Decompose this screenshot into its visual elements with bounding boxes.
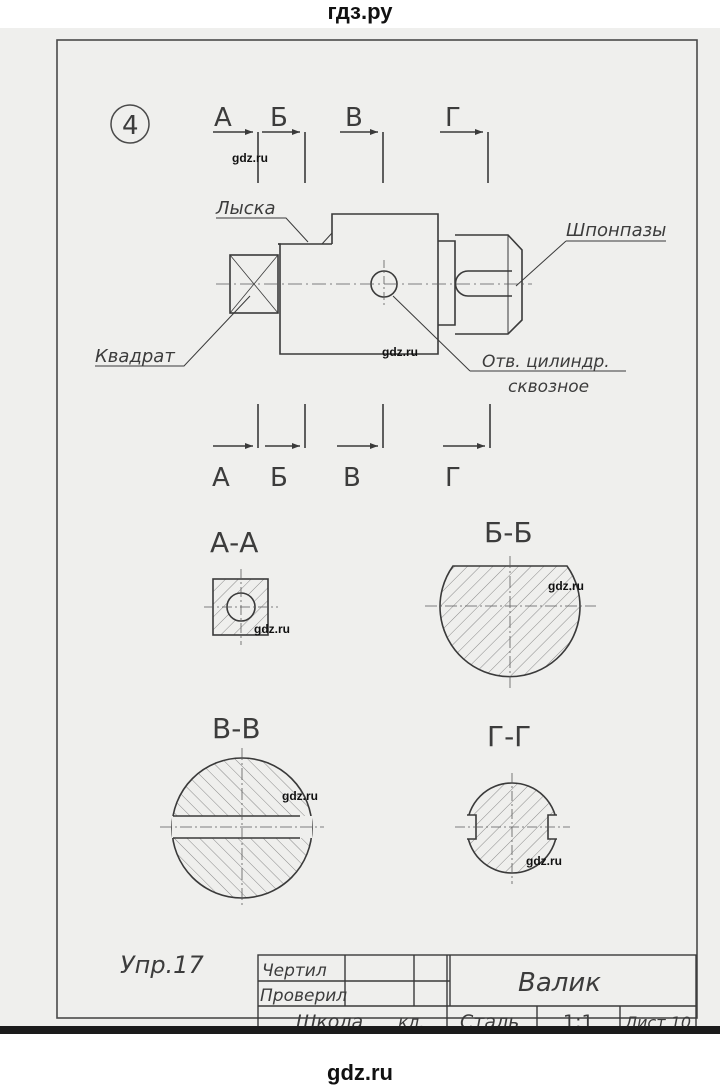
bottom-edge-bar <box>0 1026 720 1034</box>
callout-flat: Лыска <box>215 198 276 219</box>
callout-hole-line1: Отв. цилиндр. <box>482 352 610 372</box>
section-gg-label: Г-Г <box>487 720 531 753</box>
watermark: gdz.ru <box>548 579 584 593</box>
cut-label-bottom-v: В <box>343 463 361 493</box>
drawing-frame <box>56 39 698 1019</box>
tb-drew: Чертил <box>262 961 327 981</box>
section-aa <box>204 569 278 645</box>
drawing-sheet: 4 А Б В Г Лыска <box>0 28 720 1036</box>
cut-label-top-g: Г <box>445 103 461 133</box>
technical-drawing: 4 А Б В Г Лыска <box>56 39 698 1036</box>
watermark: gdz.ru <box>232 151 268 165</box>
cut-arrows-bottom <box>245 443 485 449</box>
callout-keyway: Шпонпазы <box>566 220 666 241</box>
watermark: gdz.ru <box>382 345 418 359</box>
watermark: gdz.ru <box>282 789 318 803</box>
cut-label-bottom-g: Г <box>445 463 461 493</box>
exercise-label: Упр.17 <box>120 951 204 979</box>
site-header: гдз.ру <box>327 0 393 24</box>
task-number: 4 <box>122 111 139 141</box>
tb-title: Валик <box>518 968 601 998</box>
cut-label-top-v: В <box>345 103 363 133</box>
callout-hole-line2: сквозное <box>508 377 589 397</box>
section-aa-label: А-А <box>210 526 258 559</box>
cut-markers-bottom <box>213 404 491 448</box>
section-bb-label: Б-Б <box>484 516 533 549</box>
callout-leaders <box>95 217 666 372</box>
task-number-circle <box>110 104 150 144</box>
watermark: gdz.ru <box>526 854 562 868</box>
section-gg <box>455 773 570 884</box>
section-vv-label: В-В <box>212 712 261 745</box>
cut-markers-top <box>213 131 489 183</box>
cut-label-top-a: А <box>214 103 232 133</box>
cut-label-bottom-b: Б <box>270 463 288 493</box>
watermark: gdz.ru <box>254 622 290 636</box>
section-bb <box>425 556 596 688</box>
cut-label-bottom-a: А <box>212 463 230 493</box>
cut-label-top-b: Б <box>270 103 288 133</box>
callout-square: Квадрат <box>95 346 175 367</box>
section-vv <box>160 748 324 908</box>
tb-checked: Проверил <box>260 986 347 1006</box>
site-footer: gdz.ru <box>327 1060 393 1085</box>
cut-arrows-top <box>245 129 483 135</box>
